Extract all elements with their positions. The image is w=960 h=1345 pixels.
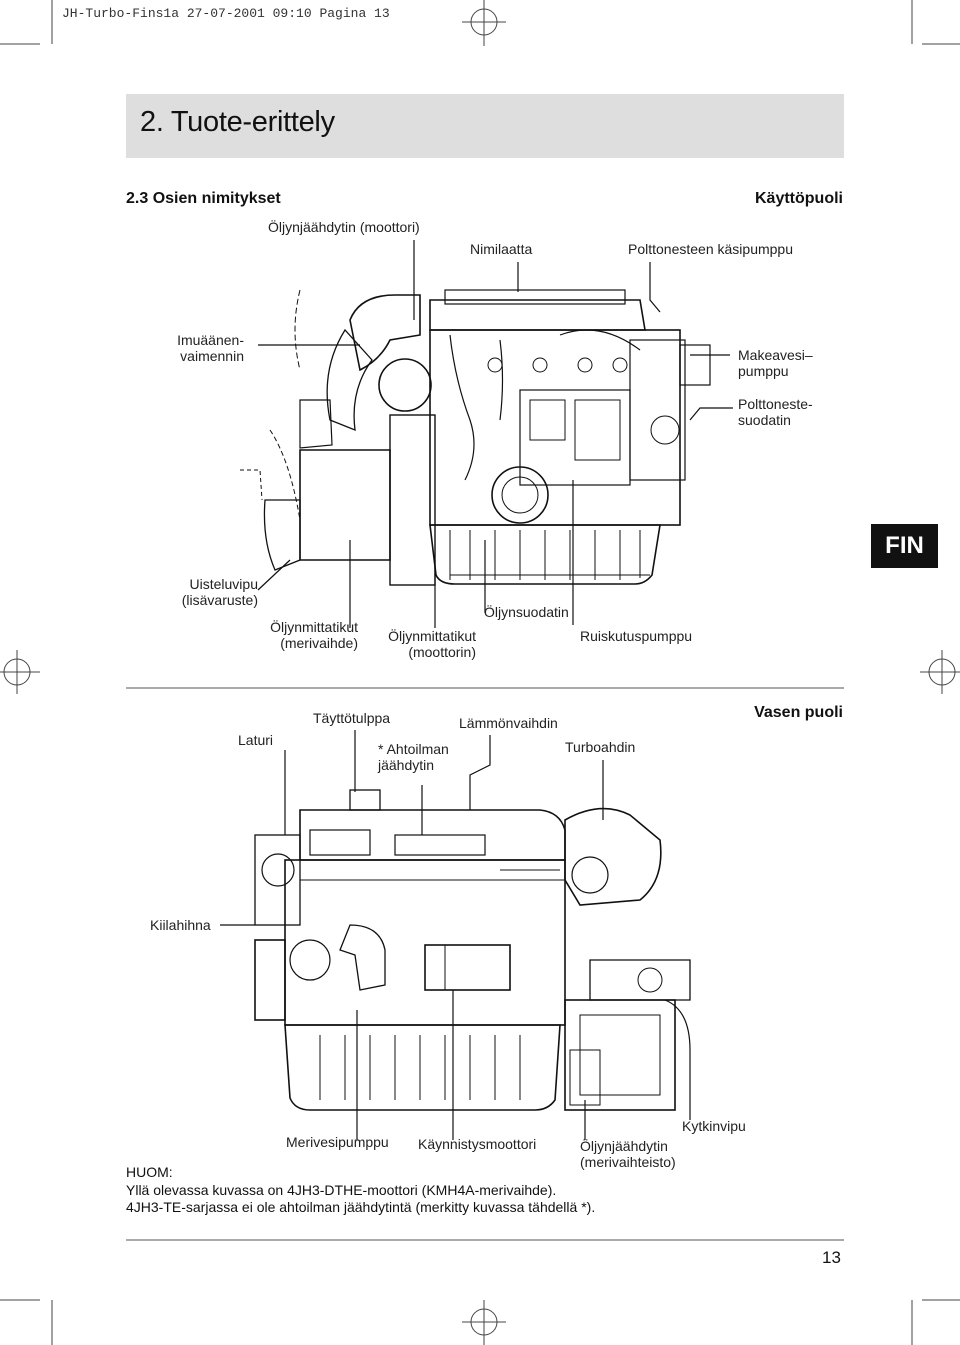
note-line-2: 4JH3-TE-sarjassa ei ole ahtoilman jäähdy… — [126, 1199, 596, 1215]
label-ahtoilman-jaahdytin: * Ahtoilman jäähdytin — [378, 741, 449, 773]
side-label-kayttopuoli: Käyttöpuoli — [755, 190, 843, 207]
registration-mark-bottom — [462, 1300, 506, 1345]
label-laturi: Laturi — [238, 732, 274, 748]
label-oljynjaahdytin-merivaihteisto: Öljynjäähdytin (merivaihteisto) — [580, 1138, 676, 1170]
registration-mark-left — [0, 650, 40, 694]
label-turboahdin: Turboahdin — [565, 739, 636, 755]
label-kaynnistysmoottori: Käynnistysmoottori — [418, 1136, 537, 1152]
label-tayttotulppa: Täyttötulppa — [313, 710, 391, 726]
label-uisteluvipu: Uisteluvipu (lisävaruste) — [181, 576, 258, 608]
label-oljynsuodatin: Öljynsuodatin — [484, 604, 569, 620]
label-merivesipumppu: Merivesipumppu — [286, 1134, 389, 1150]
label-makeavesipumppu: Makeavesi– pumppu — [738, 347, 813, 379]
label-oljynmittatikut-merivaihde: Öljynmittatikut (merivaihde) — [270, 619, 358, 651]
chapter-title-bar — [126, 94, 844, 158]
label-polttonestesuodatin: Polttoneste- suodatin — [738, 396, 813, 428]
engine-drawing-bottom — [254, 789, 691, 1111]
label-lammonvaihdin: Lämmönvaihdin — [459, 715, 558, 731]
leader-lines-top — [257, 240, 733, 628]
note-block: HUOM: Yllä olevassa kuvassa on 4JH3-DTHE… — [126, 1164, 595, 1217]
label-nimilaatta: Nimilaatta — [470, 241, 533, 257]
page-number: 13 — [822, 1248, 841, 1267]
label-oljynmittatikut-moottorin: Öljynmittatikut (moottorin) — [388, 628, 476, 660]
note-heading: HUOM: — [126, 1164, 173, 1180]
print-header: JH-Turbo-Fins1a 27-07-2001 09:10 Pagina … — [62, 6, 390, 21]
engine-drawing-top — [240, 289, 711, 586]
chapter-title: 2. Tuote-erittely — [140, 106, 335, 138]
label-ruiskutuspumppu: Ruiskutuspumppu — [580, 628, 693, 644]
side-label-vasen-puoli: Vasen puoli — [754, 704, 843, 721]
leader-lines-bottom — [220, 730, 691, 1140]
label-polttonesteen-kasipumppu: Polttonesteen käsipumppu — [628, 241, 793, 257]
label-imuaanenvaimennin: Imuäänen- vaimennin — [177, 332, 244, 364]
section-title: 2.3 Osien nimitykset — [126, 190, 281, 207]
registration-mark-right — [920, 650, 960, 694]
label-kiilahihna: Kiilahihna — [150, 917, 211, 933]
language-tab: FIN — [871, 524, 938, 568]
label-oljynjaahdytin-moottori: Öljynjäähdytin (moottori) — [268, 219, 420, 235]
label-kytkinvipu: Kytkinvipu — [682, 1118, 746, 1134]
note-line-1: Yllä olevassa kuvassa on 4JH3-DTHE-moott… — [126, 1181, 557, 1198]
registration-mark-top — [462, 0, 506, 46]
